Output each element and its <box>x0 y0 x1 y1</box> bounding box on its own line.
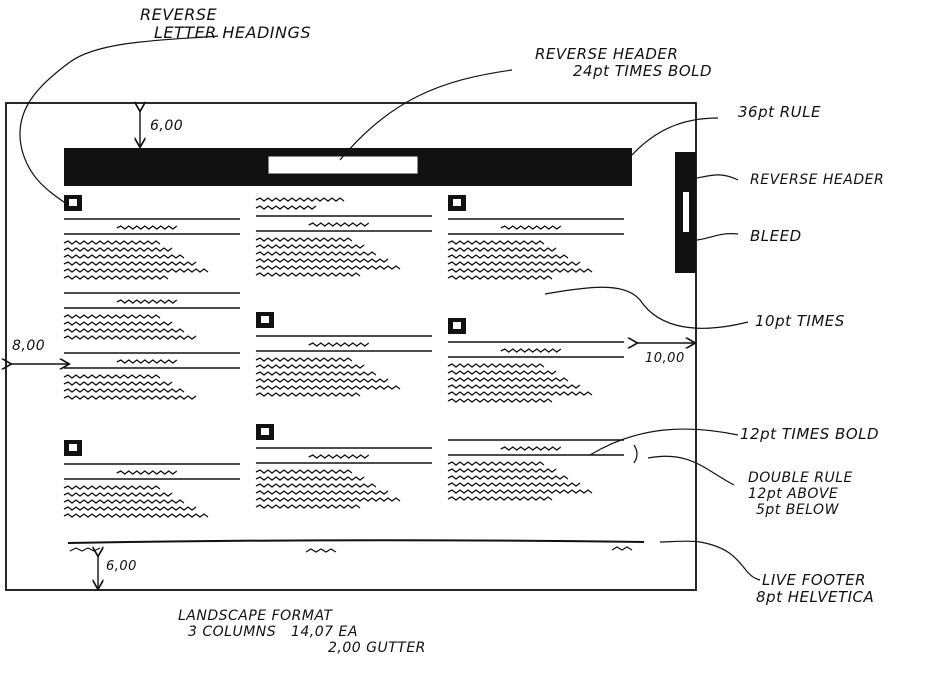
text-squiggle <box>116 299 178 304</box>
reverse-letter-mark <box>261 316 269 323</box>
text-squiggle <box>255 469 353 474</box>
label-reverse-header-main: REVERSE HEADER 24pt TIMES BOLD <box>535 45 713 81</box>
text-squiggle <box>63 268 209 273</box>
text-squiggle <box>447 247 557 252</box>
text-squiggle <box>255 265 401 270</box>
text-squiggle <box>255 371 377 376</box>
text-squiggle <box>447 268 593 273</box>
text-squiggle <box>63 254 185 259</box>
text-squiggle <box>63 374 161 379</box>
text-squiggle <box>116 225 178 230</box>
text-squiggle <box>63 335 197 340</box>
text-squiggle <box>63 388 185 393</box>
dim-left-margin: 8,00 <box>12 338 46 354</box>
text-squiggle <box>500 225 562 230</box>
text-squiggle <box>447 475 569 480</box>
text-squiggle <box>63 321 173 326</box>
dim-right-margin: 10,00 <box>645 351 685 366</box>
text-squiggle <box>116 359 178 364</box>
text-squiggle <box>63 381 173 386</box>
text-squiggle <box>255 378 389 383</box>
text-squiggle <box>255 490 389 495</box>
text-squiggle <box>63 314 161 319</box>
text-squiggle <box>63 247 173 252</box>
reverse-letter-mark <box>453 199 461 206</box>
reverse-header-bar <box>64 148 632 186</box>
text-squiggle <box>447 370 557 375</box>
text-squiggle <box>255 476 365 481</box>
text-squiggle <box>308 454 370 459</box>
text-squiggle <box>447 261 581 266</box>
text-squiggle <box>63 328 185 333</box>
text-squiggle <box>447 496 553 501</box>
text-squiggle <box>447 468 557 473</box>
text-squiggle <box>447 398 553 403</box>
reverse-letter-mark <box>69 199 77 206</box>
reverse-letter-mark <box>69 444 77 451</box>
text-squiggle <box>255 504 361 509</box>
text-squiggle <box>255 497 401 502</box>
text-squiggle <box>255 483 377 488</box>
text-squiggle <box>63 506 197 511</box>
text-squiggle <box>63 240 161 245</box>
text-squiggle <box>63 492 173 497</box>
reverse-letter-mark <box>453 322 461 329</box>
text-squiggle <box>255 385 401 390</box>
text-squiggle <box>116 470 178 475</box>
text-squiggle <box>447 377 569 382</box>
text-squiggle <box>447 254 569 259</box>
text-squiggle <box>447 391 593 396</box>
text-squiggle <box>500 348 562 353</box>
label-reverse-header-side: REVERSE HEADER <box>750 172 885 188</box>
text-squiggle <box>447 461 545 466</box>
text-squiggle <box>63 485 161 490</box>
label-live-footer: LIVE FOOTER 8pt HELVETICA <box>756 571 875 607</box>
label-bleed: BLEED <box>750 227 802 245</box>
text-squiggle <box>255 258 389 263</box>
text-squiggle <box>63 499 185 504</box>
text-squiggle <box>255 197 345 202</box>
text-squiggle <box>63 261 197 266</box>
text-squiggle <box>63 513 209 518</box>
dim-top-margin: 6,00 <box>150 118 184 134</box>
text-squiggle <box>255 392 361 397</box>
label-double-rule: DOUBLE RULE 12pt ABOVE 5pt BELOW <box>748 470 853 519</box>
text-squiggle <box>255 205 317 210</box>
text-squiggle <box>255 272 361 277</box>
text-squiggle <box>308 222 370 227</box>
text-squiggle <box>63 395 197 400</box>
text-squiggle <box>447 275 553 280</box>
text-squiggle <box>255 364 365 369</box>
text-squiggle <box>447 363 545 368</box>
label-reverse-letter-headings: REVERSE LETTER HEADINGS <box>140 5 312 43</box>
text-squiggle <box>447 384 581 389</box>
text-squiggle <box>255 237 353 242</box>
text-squiggle <box>308 342 370 347</box>
text-squiggle <box>500 446 562 451</box>
column-layout <box>63 195 624 518</box>
text-squiggle <box>255 244 365 249</box>
label-12pt-times-bold: 12pt TIMES BOLD <box>740 425 880 443</box>
text-squiggle <box>63 275 169 280</box>
text-squiggle <box>447 489 593 494</box>
label-format-notes: LANDSCAPE FORMAT 3 COLUMNS 14,07 EA 2,00… <box>178 608 426 657</box>
leader-lines <box>19 35 761 581</box>
text-squiggle <box>447 482 581 487</box>
text-squiggle <box>447 240 545 245</box>
text-squiggle <box>255 251 377 256</box>
label-36pt-rule: 36pt RULE <box>738 103 821 121</box>
dim-bottom-margin: 6,00 <box>106 559 137 574</box>
text-squiggle <box>255 357 353 362</box>
reverse-letter-mark <box>261 428 269 435</box>
label-10pt-times: 10pt TIMES <box>755 312 845 330</box>
side-reverse-header <box>675 152 696 273</box>
footer-rule <box>67 539 645 553</box>
